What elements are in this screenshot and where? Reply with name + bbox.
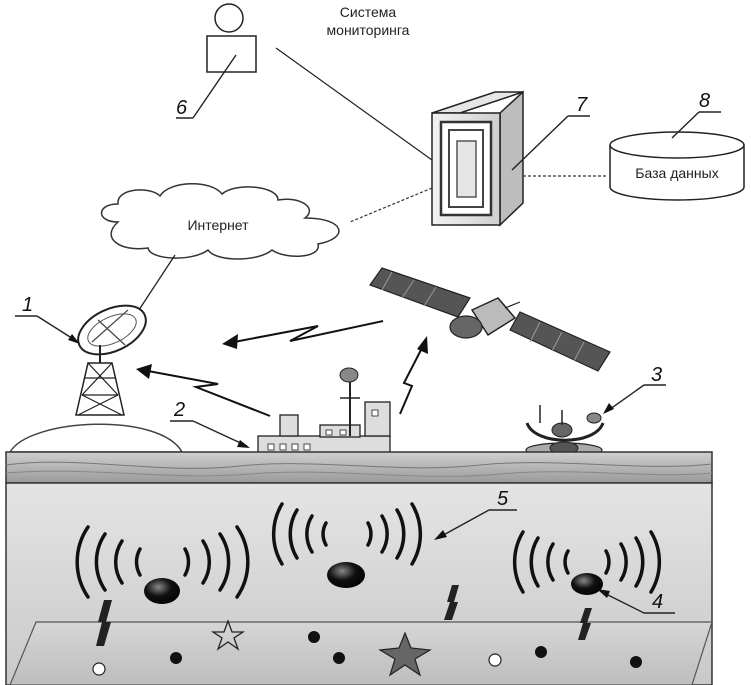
callout-number-4: 4 xyxy=(652,591,663,613)
callout-number-1: 1 xyxy=(22,294,33,316)
callout-1 xyxy=(15,315,79,343)
ground-station-antenna xyxy=(75,304,147,416)
operator-figure xyxy=(206,3,257,73)
server-cabinet xyxy=(431,90,524,227)
database-label: База данных xyxy=(635,165,718,181)
callout-8 xyxy=(671,111,721,139)
satellite xyxy=(369,267,611,372)
signal-satellite-to-antenna xyxy=(222,320,384,349)
signal-ship-to-antenna xyxy=(136,364,271,417)
callout-1-arrowhead xyxy=(68,334,80,344)
callout-number-5: 5 xyxy=(497,488,509,510)
sensor-device-left xyxy=(75,525,250,604)
callout-2 xyxy=(170,420,248,447)
operator-server-link xyxy=(275,47,433,161)
callout-number-3: 3 xyxy=(651,364,662,386)
monitoring-system-label-line1: Система xyxy=(340,4,397,20)
callout-5-arrowhead xyxy=(434,530,447,540)
sensor-device-center xyxy=(271,502,423,588)
seabed xyxy=(9,621,713,685)
callout-7 xyxy=(511,115,590,171)
sensor-device-right xyxy=(512,530,662,595)
callout-5 xyxy=(437,509,517,539)
callout-6 xyxy=(176,54,237,119)
callout-2-arrowhead xyxy=(237,440,250,448)
callout-number-7: 7 xyxy=(576,94,588,116)
sea-surface xyxy=(5,451,713,484)
callout-4-arrowhead xyxy=(597,589,610,598)
monitoring-system-label-line2: мониторинга xyxy=(327,22,410,38)
database-cylinder xyxy=(609,131,745,201)
callout-3-arrowhead xyxy=(603,403,614,414)
callout-number-2: 2 xyxy=(173,399,185,421)
callout-number-8: 8 xyxy=(699,90,710,112)
coast-hill xyxy=(8,423,184,453)
callout-3 xyxy=(605,384,666,413)
callout-number-6: 6 xyxy=(176,97,188,119)
internet-cloud xyxy=(100,183,340,260)
seafloor-features xyxy=(92,585,642,677)
signal-ship-to-satellite xyxy=(399,336,428,415)
server-internet-link xyxy=(349,187,433,223)
internet-label: Интернет xyxy=(187,217,249,233)
